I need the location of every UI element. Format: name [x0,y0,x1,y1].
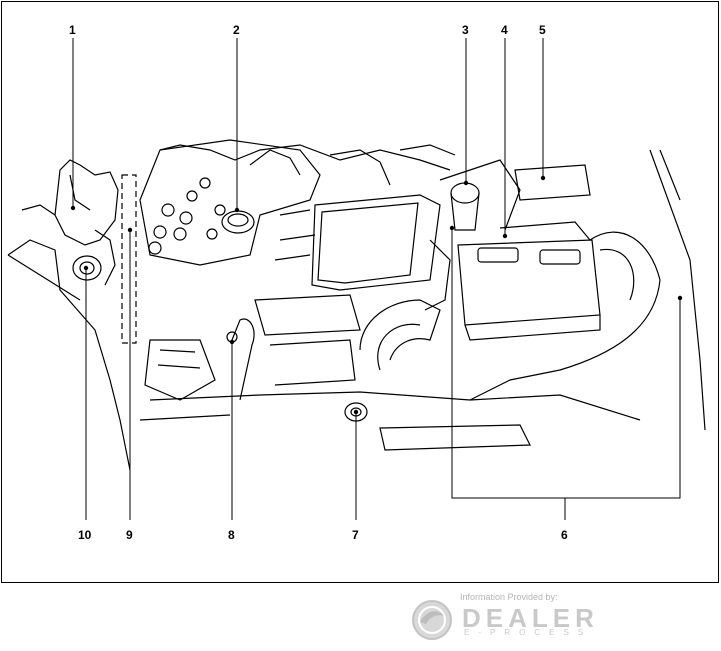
item-3-reservoir [450,182,480,204]
callout-6: 6 [561,528,568,542]
leader-6 [451,228,681,520]
callout-5: 5 [539,23,546,37]
leader-dots [70,175,683,415]
callout-8: 8 [228,528,235,542]
air-duct [469,231,661,401]
callout-7: 7 [352,528,359,542]
item-5-fuse-box [514,164,591,201]
leader-lines [72,38,681,520]
item-1-part [54,159,119,246]
engine-cover-left [139,139,321,266]
callout-10: 10 [78,528,92,542]
item-9-dashed-box [121,174,137,344]
watermark-caption: Information Provided by: [460,592,558,602]
item-4-battery [457,239,601,326]
watermark-subbrand: E-PROCESS [464,628,593,637]
callout-2: 2 [233,23,240,37]
diagram-frame [1,1,719,583]
item-8-dipstick [231,318,255,401]
left-fender [7,239,131,471]
dealer-eprocess-logo-icon [412,600,452,640]
callout-1: 1 [69,23,76,37]
air-cleaner [311,194,441,291]
callout-3: 3 [462,23,469,37]
callout-4: 4 [501,23,508,37]
callout-9: 9 [126,528,133,542]
item-10-cap [72,255,102,281]
watermark-brand: DEALER [462,603,599,633]
